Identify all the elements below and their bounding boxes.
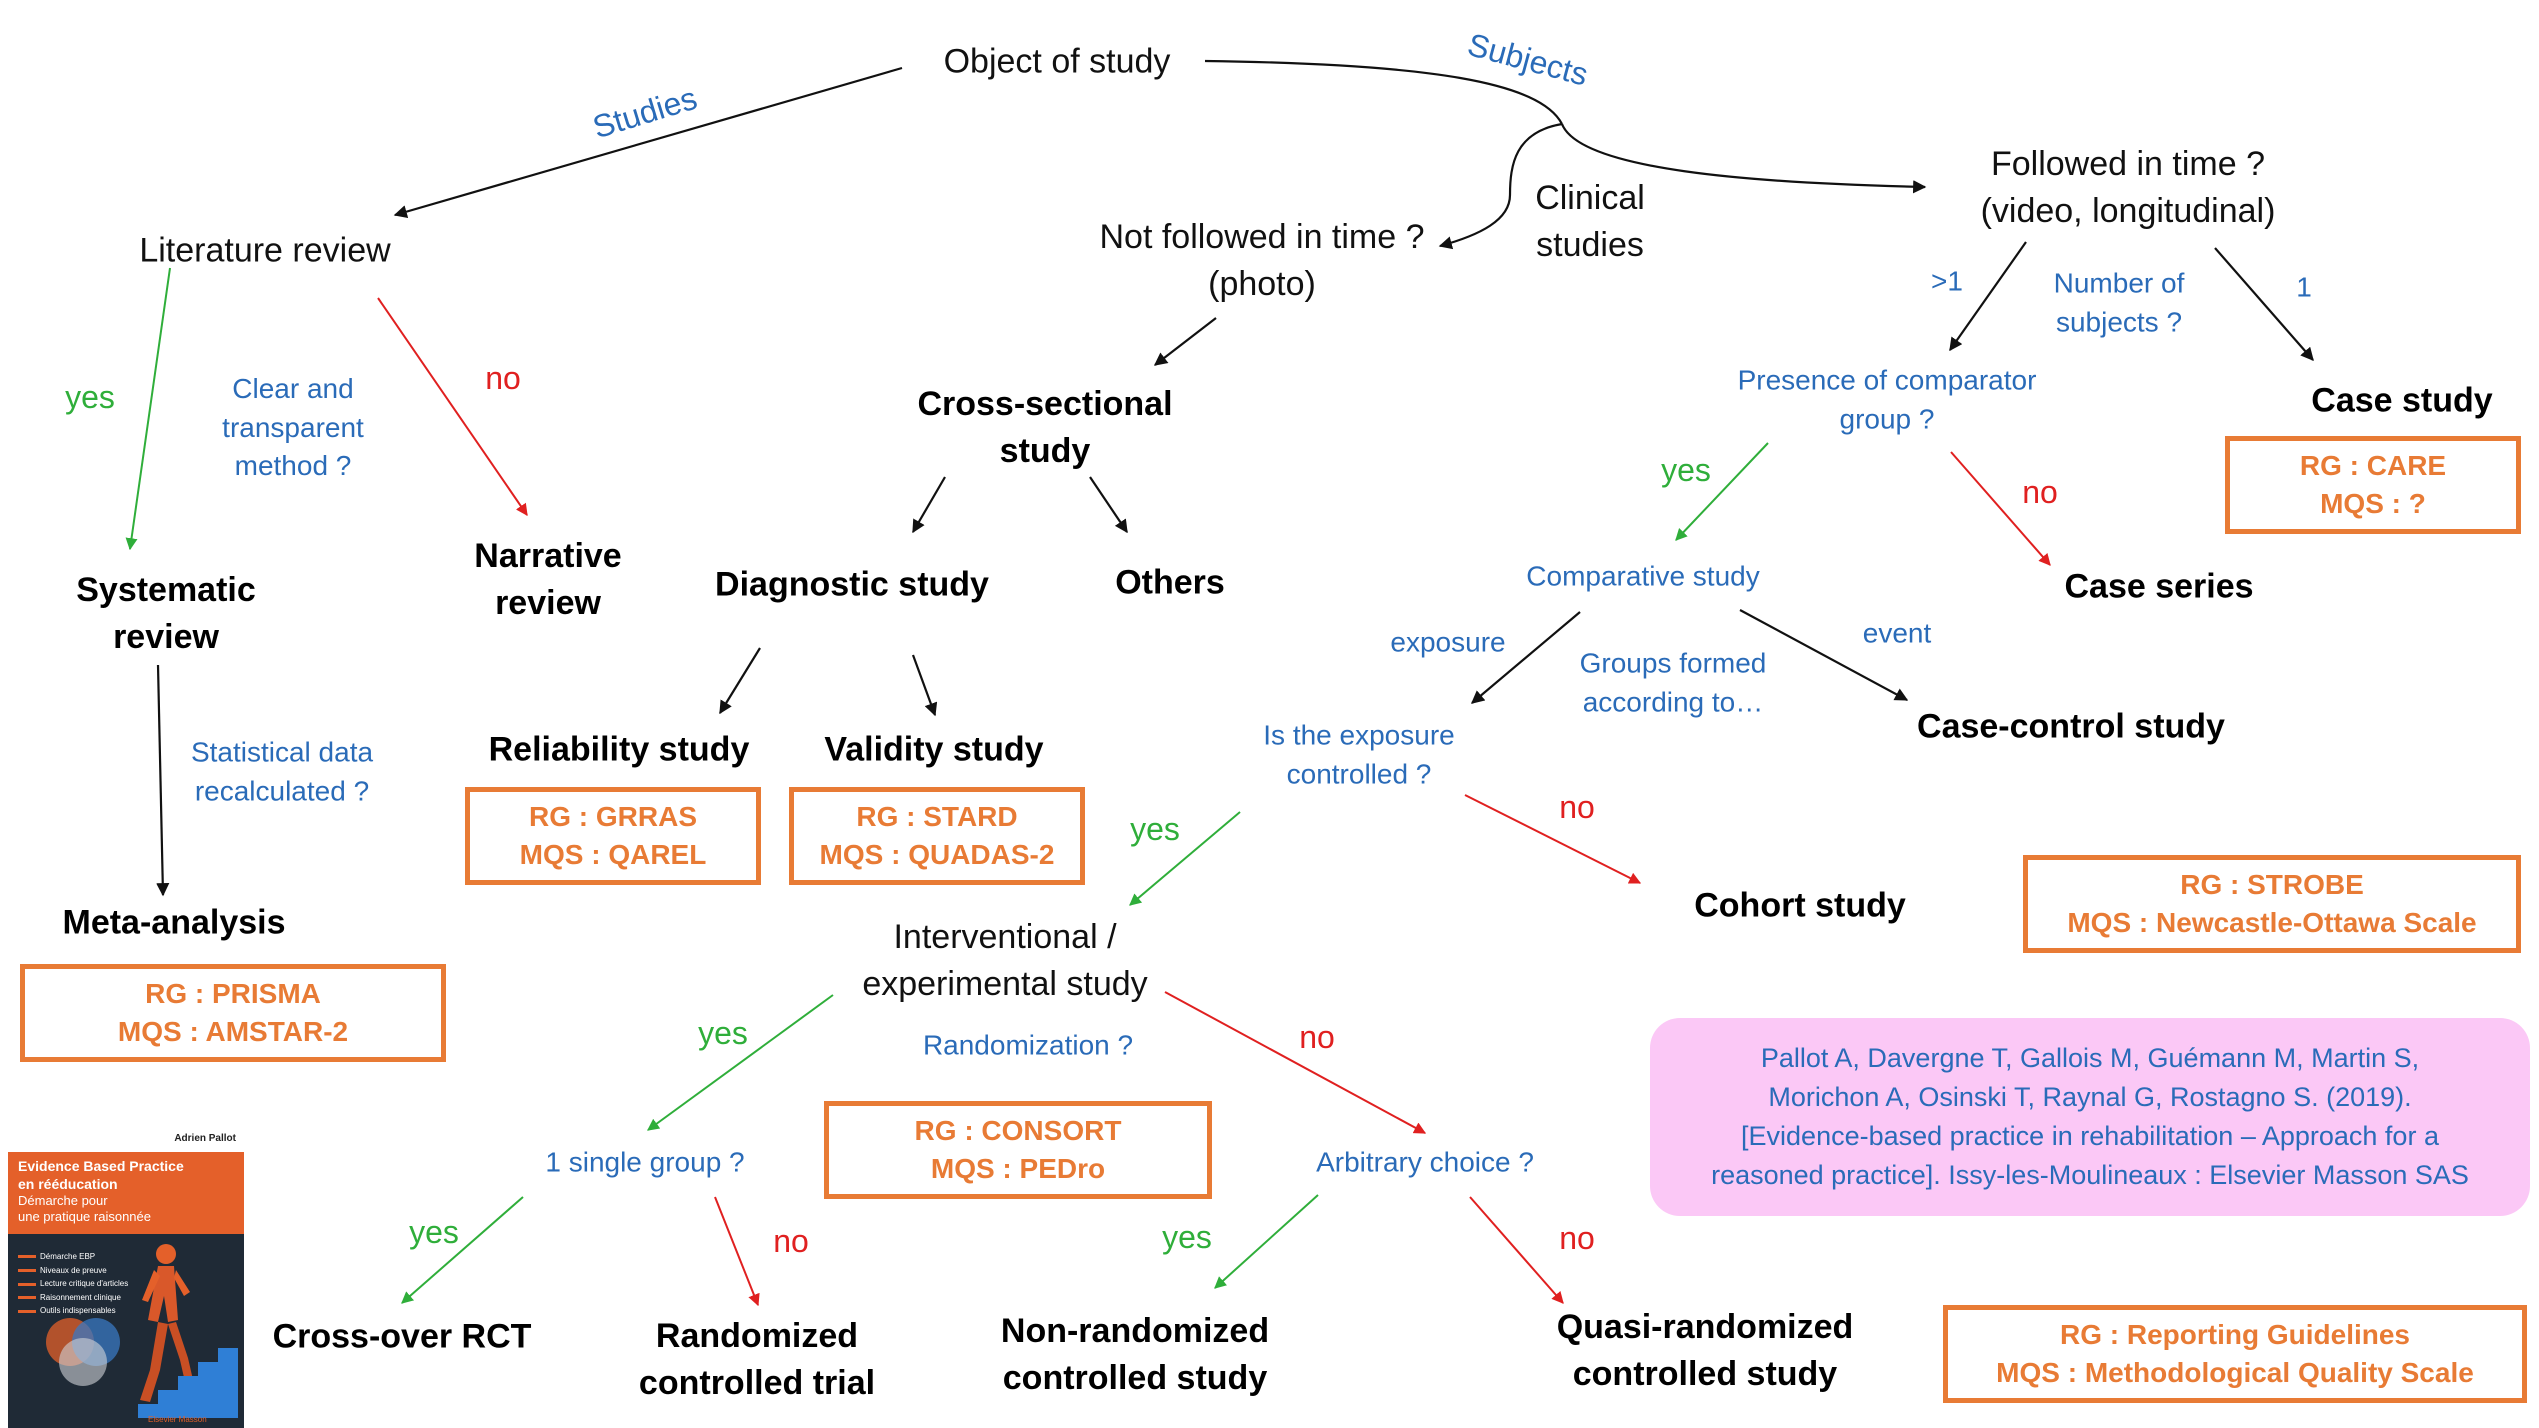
arrow-comparator-yes bbox=[1675, 442, 1769, 541]
edge-label-no-single-group: no bbox=[773, 1222, 809, 1259]
book-cover-image: Adrien Pallot Evidence Based Practice en… bbox=[8, 1130, 244, 1428]
node-case-control-study: Case-control study bbox=[1917, 707, 2225, 746]
arrow-followed-to-casestudy bbox=[2214, 247, 2314, 361]
arrow-comparative-to-exposure bbox=[1470, 611, 1581, 704]
runner-figure-icon bbox=[140, 1244, 196, 1402]
node-interventional-study: Interventional /experimental study bbox=[862, 918, 1148, 1003]
node-validity-study: Validity study bbox=[824, 730, 1044, 769]
arrow-exposure-no bbox=[1464, 794, 1642, 884]
arrow-comparative-to-casecontrol bbox=[1739, 609, 1909, 701]
arrow-cross-to-others bbox=[1089, 476, 1128, 534]
arrow-comparator-no bbox=[1950, 451, 2051, 566]
arrow-object-to-literature bbox=[393, 66, 903, 219]
arrow-diagnostic-to-validity bbox=[911, 654, 938, 717]
edge-label-studies: Studies bbox=[588, 80, 701, 146]
book-cover-title: Evidence Based Practice en rééducation D… bbox=[8, 1152, 244, 1234]
arrow-object-to-subjects-curve bbox=[1204, 59, 1563, 125]
node-case-study: Case study bbox=[2311, 381, 2493, 420]
node-object-of-study: Object of study bbox=[943, 42, 1171, 81]
arrow-systematic-to-meta bbox=[156, 664, 170, 897]
edge-label-yes-arbitrary: yes bbox=[1162, 1218, 1212, 1255]
node-others: Others bbox=[1115, 563, 1225, 602]
venn-circles-icon bbox=[46, 1318, 120, 1386]
stairs-icon bbox=[138, 1348, 238, 1418]
arrow-singlegroup-no bbox=[714, 1196, 760, 1307]
node-comparative-study: Comparative study bbox=[1526, 560, 1760, 592]
question-randomization: Randomization ? bbox=[922, 1029, 1134, 1061]
book-cover-topics: Démarche EBP Niveaux de preuve Lecture c… bbox=[18, 1250, 128, 1318]
node-cohort-study: Cohort study bbox=[1694, 886, 1906, 925]
arrow-singlegroup-yes bbox=[401, 1196, 524, 1304]
edge-label-yes-comparator: yes bbox=[1661, 451, 1711, 488]
book-cover-author: Adrien Pallot bbox=[174, 1133, 236, 1144]
arrow-notfollowed-to-cross bbox=[1153, 317, 1217, 366]
edge-label-more-than-one: >1 bbox=[1931, 265, 1963, 297]
edge-label-event: event bbox=[1862, 617, 1932, 649]
edge-label-no-comparator: no bbox=[2022, 473, 2058, 510]
node-literature-review: Literature review bbox=[139, 231, 391, 270]
arrow-literature-yes bbox=[125, 267, 171, 551]
edge-label-yes-exposure: yes bbox=[1130, 810, 1180, 847]
edge-label-yes-interventional: yes bbox=[698, 1014, 748, 1051]
edge-label-yes-literature: yes bbox=[65, 378, 115, 415]
node-diagnostic-study: Diagnostic study bbox=[715, 565, 989, 604]
question-single-group: 1 single group ? bbox=[545, 1146, 745, 1178]
edge-label-no-arbitrary: no bbox=[1559, 1219, 1595, 1256]
arrow-subjects-to-followed bbox=[1560, 123, 1927, 194]
node-cross-over-rct: Cross-over RCT bbox=[272, 1317, 532, 1356]
edge-label-one: 1 bbox=[2296, 271, 2312, 303]
arrow-followed-to-comparator bbox=[1949, 241, 2027, 352]
arrow-interventional-yes bbox=[647, 994, 834, 1131]
arrow-literature-no bbox=[377, 297, 528, 516]
node-meta-analysis: Meta-analysis bbox=[62, 903, 286, 942]
book-cover-publisher: Elsevier Masson bbox=[148, 1415, 207, 1424]
node-followed-in-time: Followed in time ?(video, longitudinal) bbox=[1980, 145, 2276, 230]
arrow-arbitrary-yes bbox=[1214, 1194, 1319, 1289]
edge-label-no-exposure: no bbox=[1559, 788, 1595, 825]
arrow-cross-to-diagnostic bbox=[912, 476, 946, 534]
citation-panel: Pallot A, Davergne T, Gallois M, Guémann… bbox=[1650, 1018, 2530, 1216]
node-reliability-study: Reliability study bbox=[488, 730, 750, 769]
question-arbitrary-choice: Arbitrary choice ? bbox=[1316, 1146, 1534, 1178]
arrow-diagnostic-to-reliability bbox=[719, 647, 761, 715]
arrow-arbitrary-no bbox=[1469, 1196, 1564, 1304]
node-not-followed-in-time: Not followed in time ?(photo) bbox=[1099, 218, 1425, 303]
edge-label-yes-single-group: yes bbox=[409, 1213, 459, 1250]
book-cover-header bbox=[8, 1130, 244, 1152]
arrow-subjects-to-not-followed bbox=[1438, 122, 1563, 250]
edge-label-no-interventional: no bbox=[1299, 1018, 1335, 1055]
edge-label-no-literature: no bbox=[485, 359, 521, 396]
node-case-series: Case series bbox=[2064, 567, 2254, 606]
arrow-exposure-yes bbox=[1129, 811, 1241, 906]
edge-label-exposure: exposure bbox=[1390, 626, 1506, 658]
arrow-interventional-no bbox=[1164, 991, 1427, 1134]
